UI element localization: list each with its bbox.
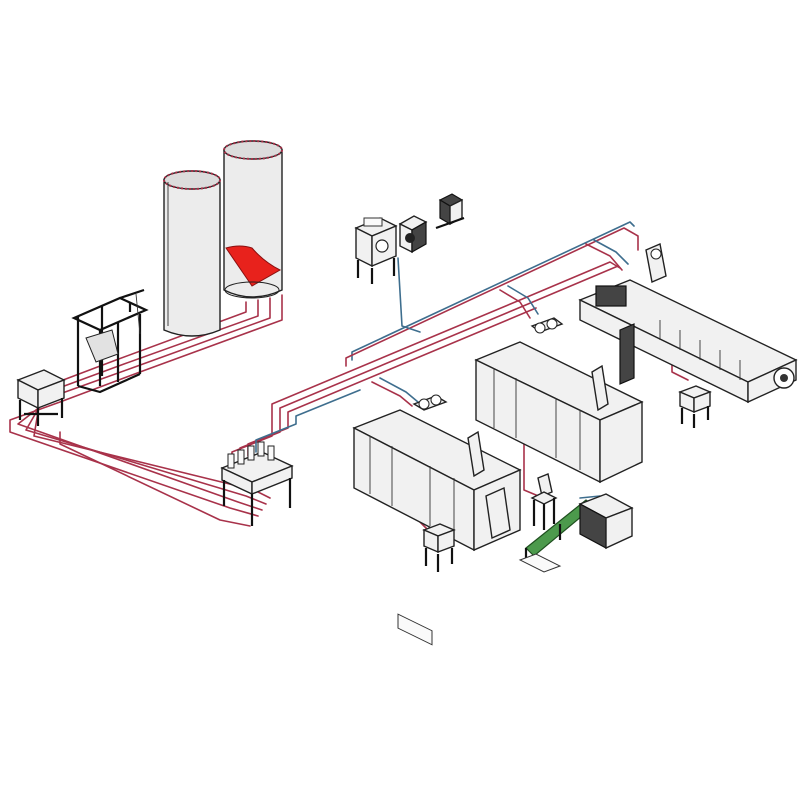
dust-collector — [435, 193, 465, 230]
vacuum-pump — [354, 217, 398, 284]
injection-machine-front — [352, 394, 522, 646]
granulator — [537, 473, 634, 550]
bulk-bag-unloader — [71, 288, 149, 394]
dust-collector-mid — [530, 491, 558, 530]
dryer-bin-front — [422, 523, 456, 572]
silo-to-manifold-bundle — [9, 294, 283, 527]
extruder — [578, 243, 798, 404]
manifold-station — [220, 441, 294, 526]
silo-cone-cutaway — [225, 245, 282, 287]
silo-right — [223, 140, 283, 299]
pipe-network — [9, 221, 689, 531]
control-panel — [398, 215, 428, 254]
dryer-bin-right — [678, 385, 712, 428]
silo-left — [163, 170, 221, 337]
material-bin — [16, 369, 66, 426]
injection-machine-middle — [474, 317, 644, 484]
